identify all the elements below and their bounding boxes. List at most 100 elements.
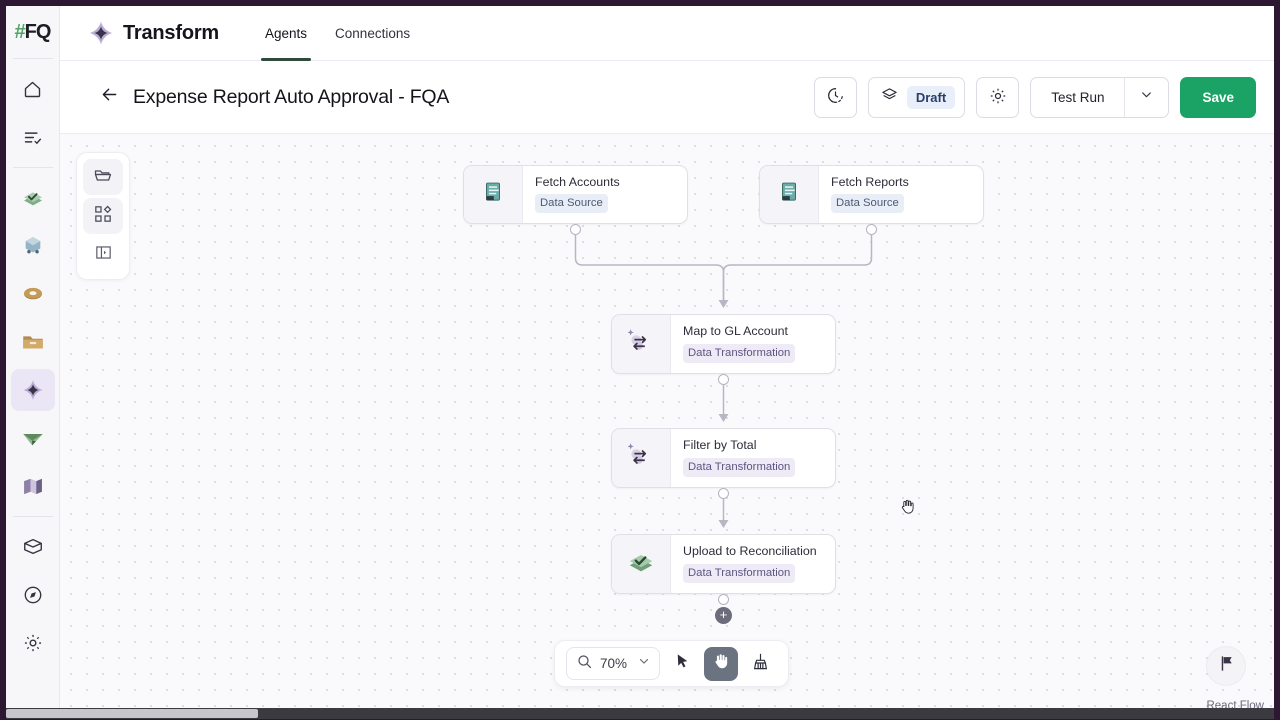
test-run-button[interactable]: Test Run — [1051, 89, 1105, 105]
flow-node[interactable]: Fetch Accounts Data Source — [463, 165, 688, 224]
top-nav-tabs: Agents Connections — [251, 6, 424, 61]
left-nav-rail: #FQ — [6, 6, 60, 708]
node-type-badge: Data Source — [535, 194, 608, 213]
pan-tool-button[interactable] — [704, 646, 738, 681]
data-source-teal-icon — [480, 179, 506, 210]
rail-divider — [12, 516, 53, 517]
node-icon-wrap — [464, 166, 523, 223]
blue-gem-icon — [20, 233, 46, 259]
zoom-level-select[interactable]: 70% — [566, 647, 660, 680]
node-type-badge: Data Source — [831, 194, 904, 213]
save-button[interactable]: Save — [1180, 76, 1256, 118]
node-output-port[interactable] — [866, 224, 877, 235]
sidebar-item-reports[interactable] — [11, 465, 55, 507]
top-bar: Transform Agents Connections — [60, 6, 1274, 61]
node-type-badge: Data Transformation — [683, 564, 796, 583]
report-flag-button[interactable] — [1206, 646, 1246, 686]
node-icon-wrap — [760, 166, 819, 223]
node-body: Fetch Reports Data Source — [819, 166, 983, 223]
green-stack-check-icon — [20, 185, 46, 211]
magnifier-icon — [576, 653, 593, 675]
sidebar-item-files[interactable] — [11, 321, 55, 363]
sidebar-item-insights[interactable] — [11, 225, 55, 267]
node-icon-wrap — [612, 429, 671, 487]
pointer-tool-button[interactable] — [665, 647, 699, 681]
sidebar-item-home[interactable] — [11, 68, 55, 110]
canvas-tool-panel — [76, 152, 130, 280]
node-body: Fetch Accounts Data Source — [523, 166, 687, 223]
sidebar-item-packages[interactable] — [11, 526, 55, 568]
purple-sparkle-icon — [20, 377, 46, 403]
node-title: Fetch Accounts — [535, 175, 620, 189]
sidebar-item-ledger[interactable] — [11, 177, 55, 219]
open-library-button[interactable] — [83, 159, 123, 195]
rail-group-primary — [6, 59, 60, 167]
node-title: Upload to Reconciliation — [683, 544, 817, 558]
flow-node[interactable]: Fetch Reports Data Source — [759, 165, 984, 224]
header-actions: Draft Test Run Save — [813, 76, 1256, 118]
sidebar-item-tasks[interactable] — [11, 116, 55, 158]
node-body: Upload to Reconciliation Data Transforma… — [671, 535, 835, 593]
node-icon-wrap — [612, 315, 671, 373]
hand-icon — [711, 651, 731, 676]
sidebar-item-explore[interactable] — [11, 574, 55, 616]
node-title: Filter by Total — [683, 438, 757, 452]
scrollbar-thumb[interactable] — [6, 709, 258, 718]
flow-canvas[interactable]: Fetch Accounts Data Source — [60, 134, 1274, 708]
node-type-badge: Data Transformation — [683, 458, 796, 477]
node-output-port[interactable] — [718, 594, 729, 605]
box-icon — [22, 536, 44, 558]
logo-wordmark: FQ — [24, 20, 52, 43]
gear-icon — [22, 632, 44, 654]
node-title: Fetch Reports — [831, 175, 909, 189]
test-run-dropdown-button[interactable] — [1124, 77, 1168, 117]
transform-sparkle-icon — [624, 440, 658, 477]
rail-divider — [12, 58, 53, 59]
add-node-button[interactable]: + — [715, 607, 732, 624]
test-run-split-button: Test Run — [1030, 76, 1170, 118]
sidebar-item-loop[interactable] — [11, 273, 55, 315]
grid-shapes-icon — [93, 204, 113, 229]
panel-toggle-button[interactable] — [83, 237, 123, 273]
arrow-left-icon — [99, 84, 120, 110]
tab-connections[interactable]: Connections — [335, 25, 411, 41]
layers-icon — [880, 86, 899, 108]
node-output-port[interactable] — [718, 488, 729, 499]
sidebar-item-settings[interactable] — [11, 622, 55, 664]
chevron-down-icon — [1139, 87, 1154, 107]
node-output-port[interactable] — [570, 224, 581, 235]
tab-agents[interactable]: Agents — [251, 6, 321, 61]
status-button[interactable]: Draft — [867, 76, 966, 118]
rail-group-modules — [6, 168, 60, 516]
flow-node[interactable]: Filter by Total Data Transformation — [611, 428, 836, 488]
flag-icon — [1217, 654, 1236, 678]
green-stack-check-icon — [626, 547, 656, 582]
transform-sparkle-icon — [624, 326, 658, 363]
folder-tan-icon — [20, 329, 46, 355]
chevron-down-icon — [637, 654, 651, 673]
home-icon — [22, 79, 43, 100]
gear-icon — [988, 86, 1008, 109]
clean-layout-button[interactable] — [743, 647, 777, 681]
bronze-loop-icon — [20, 281, 46, 307]
status-badge: Draft — [906, 85, 956, 109]
node-title: Map to GL Account — [683, 324, 788, 338]
flow-node[interactable]: Upload to Reconciliation Data Transforma… — [611, 534, 836, 594]
compass-icon — [22, 584, 44, 606]
react-flow-attribution[interactable]: React Flow — [1206, 700, 1264, 708]
node-output-port[interactable] — [718, 374, 729, 385]
broom-icon — [751, 652, 770, 676]
sidebar-item-send[interactable] — [11, 417, 55, 459]
flow-node[interactable]: Map to GL Account Data Transformation — [611, 314, 836, 374]
app-logo[interactable]: #FQ — [6, 6, 60, 58]
settings-button[interactable] — [976, 76, 1020, 118]
history-button[interactable] — [813, 76, 857, 118]
zoom-level-value: 70% — [600, 656, 628, 671]
back-button[interactable] — [92, 80, 126, 114]
mouse-cursor — [898, 497, 917, 521]
sidebar-item-transform[interactable] — [10, 369, 55, 411]
node-icon-wrap — [612, 535, 671, 593]
horizontal-scrollbar[interactable] — [6, 708, 1274, 719]
node-type-badge: Data Transformation — [683, 344, 796, 363]
node-palette-button[interactable] — [83, 198, 123, 234]
